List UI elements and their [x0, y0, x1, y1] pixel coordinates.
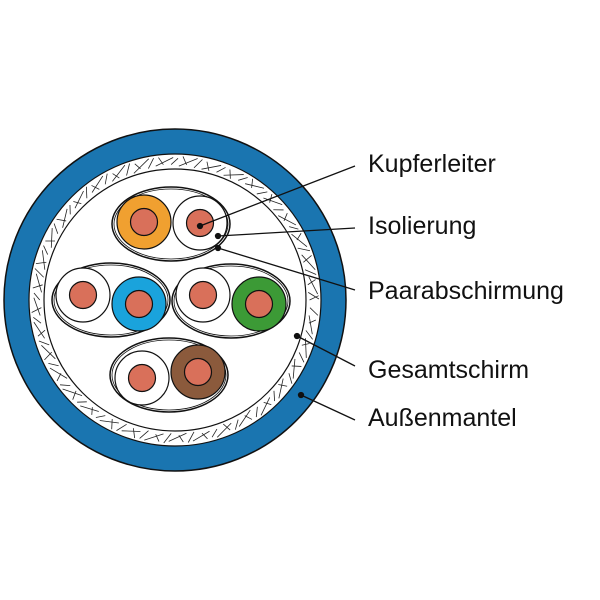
copper-conductor [131, 209, 158, 236]
copper-conductor [246, 291, 273, 318]
label-copper-conductor: Kupferleiter [368, 152, 496, 177]
label-insulation: Isolierung [368, 214, 476, 239]
twisted-pair-brown [110, 338, 228, 412]
twisted-pair-blue [52, 263, 170, 337]
label-overall-shield: Gesamtschirm [368, 358, 529, 383]
braid-strand [292, 366, 302, 367]
twisted-pair-green [172, 264, 290, 338]
copper-conductor [185, 359, 212, 386]
label-outer-jacket: Außenmantel [368, 406, 517, 431]
braid-strand [92, 407, 93, 415]
copper-conductor [126, 291, 153, 318]
leader-outer-jacket [301, 395, 355, 420]
twisted-pair-orange [112, 187, 230, 261]
label-pair-shield: Paarabschirmung [368, 279, 564, 304]
copper-conductor [190, 282, 217, 309]
braid-strand [112, 419, 113, 429]
copper-conductor [70, 282, 97, 309]
copper-conductor [129, 365, 156, 392]
